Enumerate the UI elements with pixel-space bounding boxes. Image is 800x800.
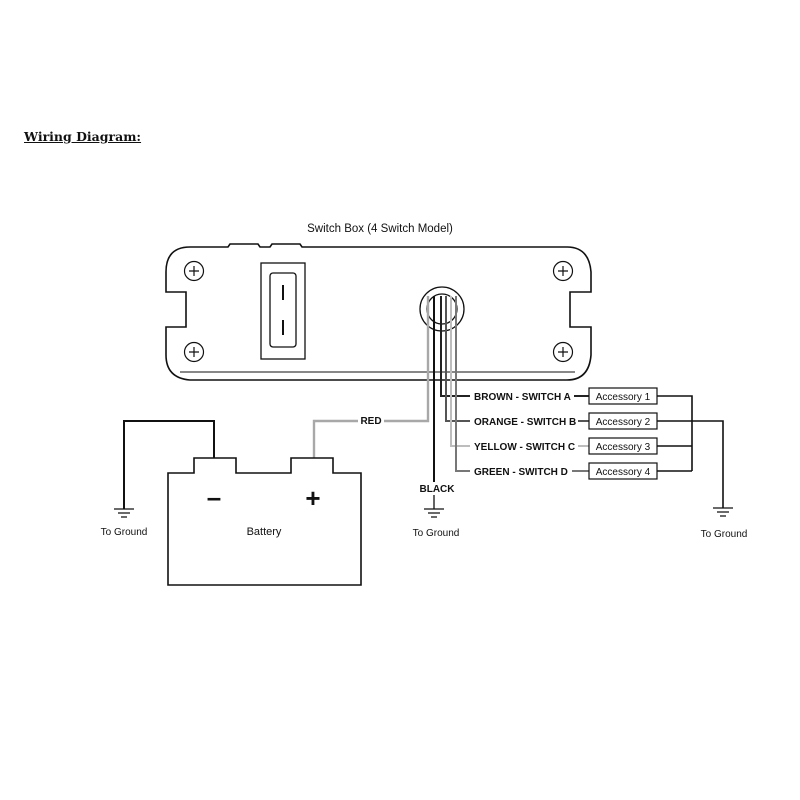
accessory-label: Accessory 1 xyxy=(596,392,651,403)
accessory-ground-wire xyxy=(657,395,724,508)
switch-box: Switch Box (4 Switch Model) xyxy=(165,223,592,381)
battery-negative-sign: – xyxy=(207,482,221,512)
accessory-label: Accessory 3 xyxy=(596,442,651,453)
brown-wire xyxy=(440,296,589,397)
black-wire-label: BLACK xyxy=(420,484,456,495)
switch-c-label: YELLOW - SWITCH C xyxy=(474,442,575,453)
screw-icon xyxy=(552,260,574,282)
accessory-3: Accessory 3 xyxy=(588,437,658,455)
ground-icon xyxy=(424,495,444,518)
red-wire-label: RED xyxy=(360,416,381,427)
battery-label: Battery xyxy=(247,526,282,538)
screw-icon xyxy=(183,260,205,282)
accessory-2: Accessory 2 xyxy=(588,412,658,430)
accessory-group: Accessory 1 Accessory 2 Accessory 3 Acce… xyxy=(588,387,724,508)
switch-b-label: ORANGE - SWITCH B xyxy=(474,417,576,428)
battery-positive-sign: + xyxy=(305,483,320,513)
battery-ground-wire xyxy=(123,420,215,509)
screw-icon xyxy=(552,341,574,363)
accessory-ground-label: To Ground xyxy=(701,529,748,540)
red-wire xyxy=(312,296,430,458)
accessory-4: Accessory 4 xyxy=(588,462,658,480)
battery-ground-label: To Ground xyxy=(101,527,148,538)
accessory-label: Accessory 2 xyxy=(596,417,651,428)
black-ground-label: To Ground xyxy=(413,528,460,539)
ground-icon xyxy=(713,507,733,517)
screw-icon xyxy=(183,341,205,363)
diagram-heading: Wiring Diagram: xyxy=(24,129,142,144)
battery: – + Battery xyxy=(123,420,362,586)
accessory-1: Accessory 1 xyxy=(588,387,658,405)
ground-icon xyxy=(114,508,134,518)
switch-box-outline xyxy=(165,243,592,381)
switch-a-label: BROWN - SWITCH A xyxy=(474,392,571,403)
fuse-slot-icon xyxy=(260,262,306,360)
wire-labels: RED BLACK BROWN - SWITCH A ORANGE - SWIT… xyxy=(358,389,578,495)
battery-body xyxy=(167,457,362,586)
switch-d-label: GREEN - SWITCH D xyxy=(474,467,568,478)
switch-box-title: Switch Box (4 Switch Model) xyxy=(307,223,453,235)
accessory-label: Accessory 4 xyxy=(596,467,651,478)
